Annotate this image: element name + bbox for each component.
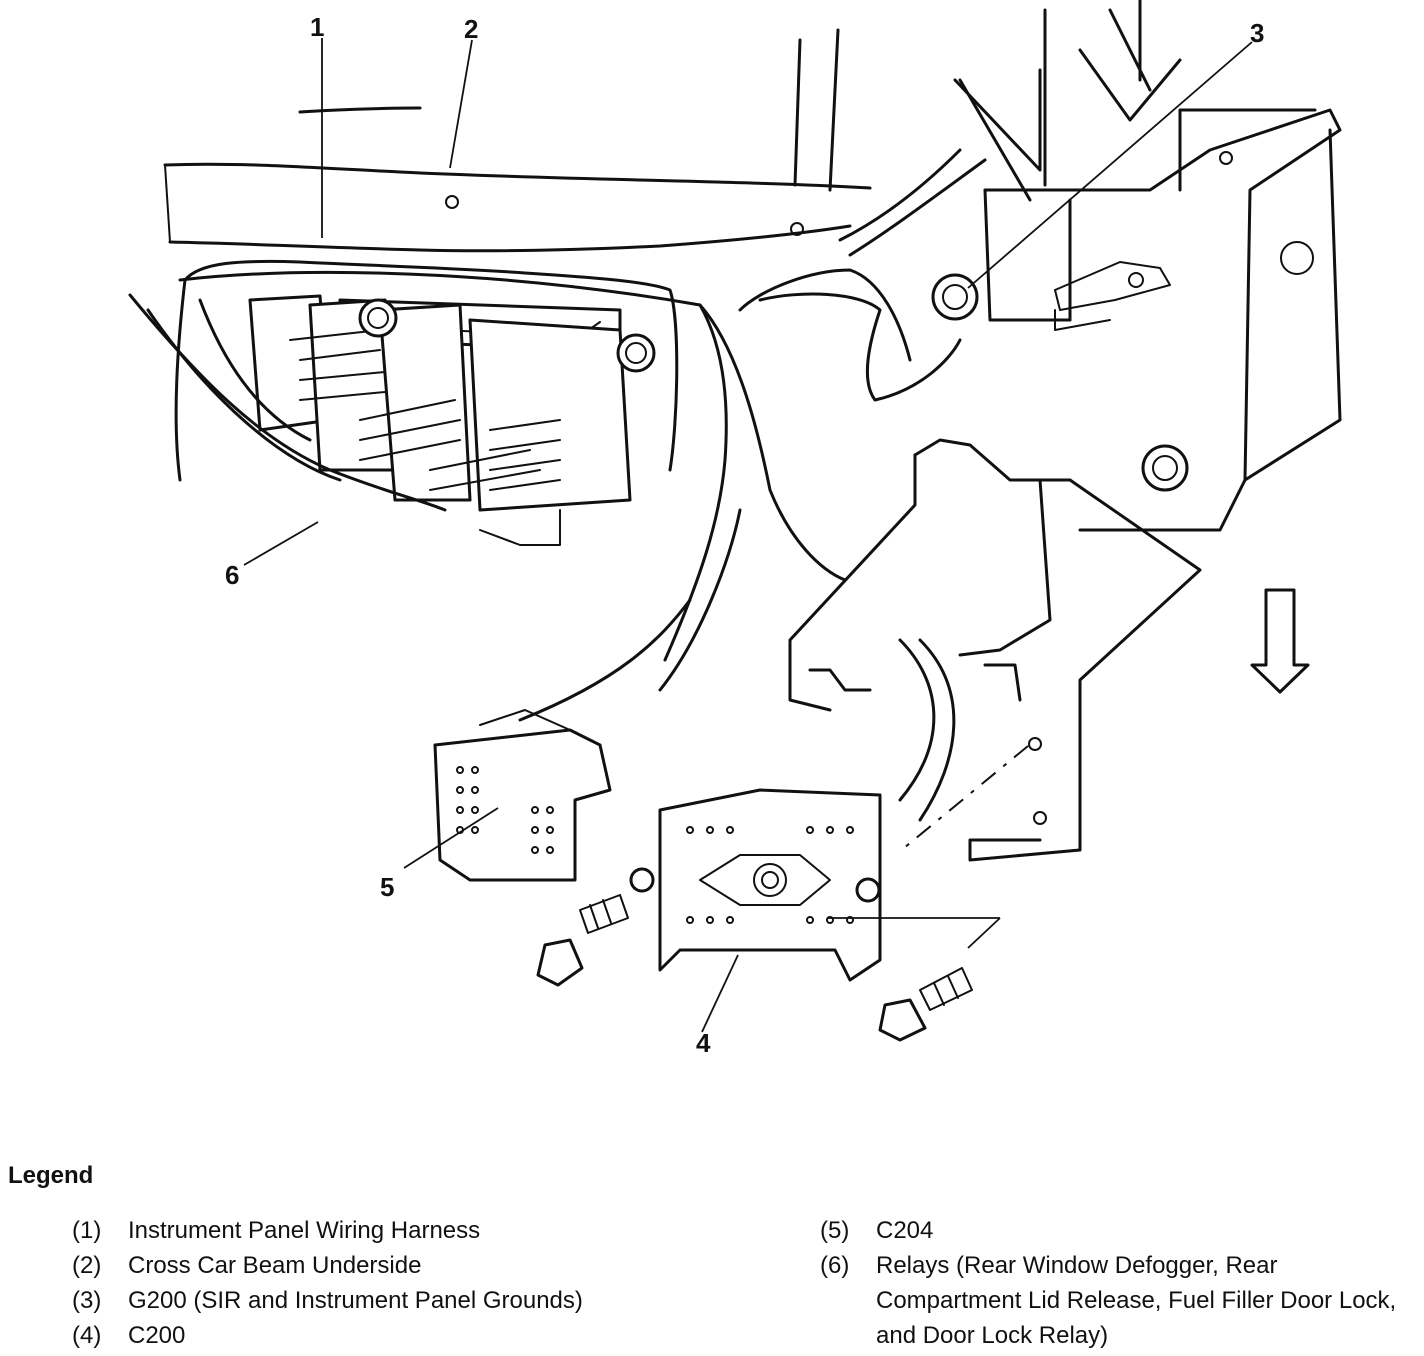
leader-lines bbox=[243, 38, 1253, 1033]
legend-item: (6) Relays (Rear Window Defogger, Rear C… bbox=[820, 1248, 1420, 1353]
lower-bracket bbox=[788, 438, 1202, 862]
mounting-bracket bbox=[983, 108, 1342, 532]
legend-item-text: Cross Car Beam Underside bbox=[128, 1252, 422, 1279]
legend-item: (2) Cross Car Beam Underside bbox=[72, 1248, 772, 1283]
legend-item-number: (1) bbox=[72, 1217, 102, 1244]
screws bbox=[536, 894, 973, 1042]
relays bbox=[248, 294, 632, 546]
legend-item-text: Instrument Panel Wiring Harness bbox=[128, 1217, 481, 1244]
cross-car-beam bbox=[163, 106, 872, 253]
legend-column-left: (1) Instrument Panel Wiring Harness (2) … bbox=[72, 1213, 772, 1353]
connector-c204 bbox=[433, 508, 742, 882]
legend-item-number: (5) bbox=[820, 1217, 850, 1244]
legend-item-number: (6) bbox=[820, 1252, 850, 1279]
legend-item: (3) G200 (SIR and Instrument Panel Groun… bbox=[72, 1283, 772, 1318]
callout-5: 5 bbox=[380, 872, 394, 902]
callout-3: 3 bbox=[1250, 18, 1264, 48]
wiring-harness bbox=[128, 148, 987, 662]
legend-column-right: (5) C204 (6) Relays (Rear Window Defogge… bbox=[820, 1213, 1420, 1353]
down-arrow-icon bbox=[1250, 588, 1310, 694]
column-structure bbox=[793, 0, 1317, 202]
legend-title: Legend bbox=[8, 1162, 94, 1189]
callout-4: 4 bbox=[696, 1028, 711, 1058]
legend-item: (5) C204 bbox=[820, 1213, 1420, 1248]
legend-item-number: (4) bbox=[72, 1322, 102, 1349]
callout-6: 6 bbox=[225, 560, 239, 590]
legend-item-number: (2) bbox=[72, 1252, 102, 1279]
legend-item-text: C204 bbox=[876, 1217, 934, 1244]
callout-2: 2 bbox=[464, 14, 478, 44]
legend-item-text: G200 (SIR and Instrument Panel Grounds) bbox=[128, 1287, 583, 1314]
diagram-svg: 1 2 3 4 5 6 bbox=[128, 0, 1342, 1058]
legend-item: (4) C200 bbox=[72, 1318, 772, 1353]
callout-labels: 1 2 3 4 5 6 bbox=[225, 12, 1264, 1058]
connector-c200 bbox=[629, 638, 956, 982]
legend-item-text: Relays (Rear Window Defogger, Rear Compa… bbox=[876, 1252, 1397, 1349]
legend-item: (1) Instrument Panel Wiring Harness bbox=[72, 1213, 772, 1248]
legend-item-text: C200 bbox=[128, 1322, 186, 1349]
wiring-harness-diagram: 1 2 3 4 5 6 bbox=[128, 0, 1342, 1058]
callout-1: 1 bbox=[310, 12, 324, 42]
legend-item-number: (3) bbox=[72, 1287, 102, 1314]
ground-bolts bbox=[358, 273, 1189, 492]
